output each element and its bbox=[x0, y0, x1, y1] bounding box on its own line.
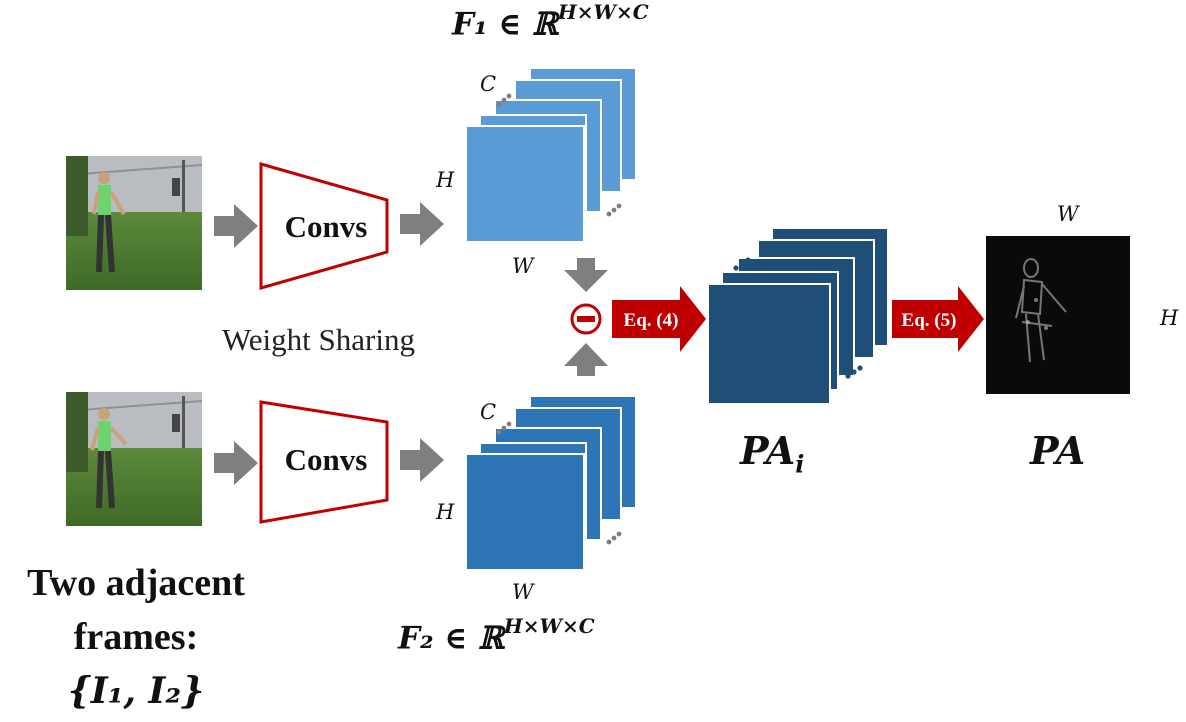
pa-dim-h: H bbox=[1160, 306, 1179, 330]
frames-caption-line3: {I₁, I₂} bbox=[67, 670, 205, 712]
f2-formula-superscript: H×W×C bbox=[503, 614, 595, 638]
subtract-operator-icon bbox=[570, 303, 602, 335]
encoder-top: Convs bbox=[259, 162, 389, 290]
eq5-arrow: Eq. (5) bbox=[892, 286, 984, 352]
eq4-label: Eq. (4) bbox=[624, 310, 679, 331]
eq4-arrow: Eq. (4) bbox=[612, 286, 706, 352]
input-frame-2-image bbox=[65, 392, 203, 526]
f2-formula-base: F₂ ∈ ℝ bbox=[398, 620, 504, 657]
encoder-bottom-label: Convs bbox=[285, 442, 368, 477]
feature-stack-pai bbox=[707, 227, 889, 405]
feature-stack-f1 bbox=[465, 67, 637, 243]
arrow-convs2-to-f2 bbox=[400, 438, 444, 482]
encoder-top-label: Convs bbox=[285, 209, 368, 244]
f2-ellipsis-top bbox=[496, 421, 512, 435]
pai-label-base: PA bbox=[740, 428, 796, 473]
f1-dim-h: H bbox=[436, 168, 455, 192]
eq5-label: Eq. (5) bbox=[902, 310, 957, 331]
encoder-bottom: Convs bbox=[259, 400, 389, 524]
feature-stack-f2 bbox=[465, 395, 637, 571]
pai-label-subscript: i bbox=[795, 449, 805, 479]
f1-ellipsis-top bbox=[496, 93, 512, 107]
frames-caption-line1: Two adjacent bbox=[27, 562, 245, 604]
f2-ellipsis-bottom bbox=[606, 531, 622, 545]
f2-dim-c: C bbox=[480, 400, 497, 424]
arrow-f1-down-to-subtract bbox=[564, 258, 608, 292]
f2-dim-h: H bbox=[436, 500, 455, 524]
frames-caption: Two adjacent frames: {I₁, I₂} bbox=[0, 556, 272, 718]
arrow-frame1-to-convs bbox=[214, 204, 258, 248]
f1-dim-w: W bbox=[512, 254, 534, 278]
f1-formula-base: F₁ ∈ ℝ bbox=[452, 6, 558, 43]
pai-ellipsis-bottom bbox=[845, 365, 863, 379]
pa-label: PA bbox=[1030, 428, 1086, 473]
f1-dim-c: C bbox=[480, 72, 497, 96]
pai-label: PAi bbox=[740, 428, 804, 479]
input-frame-1-image bbox=[65, 156, 203, 290]
frames-caption-line2: frames: bbox=[73, 616, 199, 658]
weight-sharing-label: Weight Sharing bbox=[222, 322, 415, 357]
arrow-f2-up-to-subtract bbox=[564, 343, 608, 376]
f1-formula-superscript: H×W×C bbox=[557, 0, 649, 24]
f1-ellipsis-bottom bbox=[606, 203, 622, 217]
arrow-convs1-to-f1 bbox=[400, 202, 444, 246]
arrow-frame2-to-convs bbox=[214, 441, 258, 485]
f2-dim-w: W bbox=[512, 580, 534, 604]
f2-formula: F₂ ∈ ℝH×W×C bbox=[398, 614, 595, 657]
f1-formula: F₁ ∈ ℝH×W×C bbox=[452, 0, 649, 43]
pai-ellipsis-top bbox=[733, 257, 751, 271]
pa-dim-w: W bbox=[1057, 202, 1079, 226]
pa-output-image bbox=[986, 236, 1130, 394]
